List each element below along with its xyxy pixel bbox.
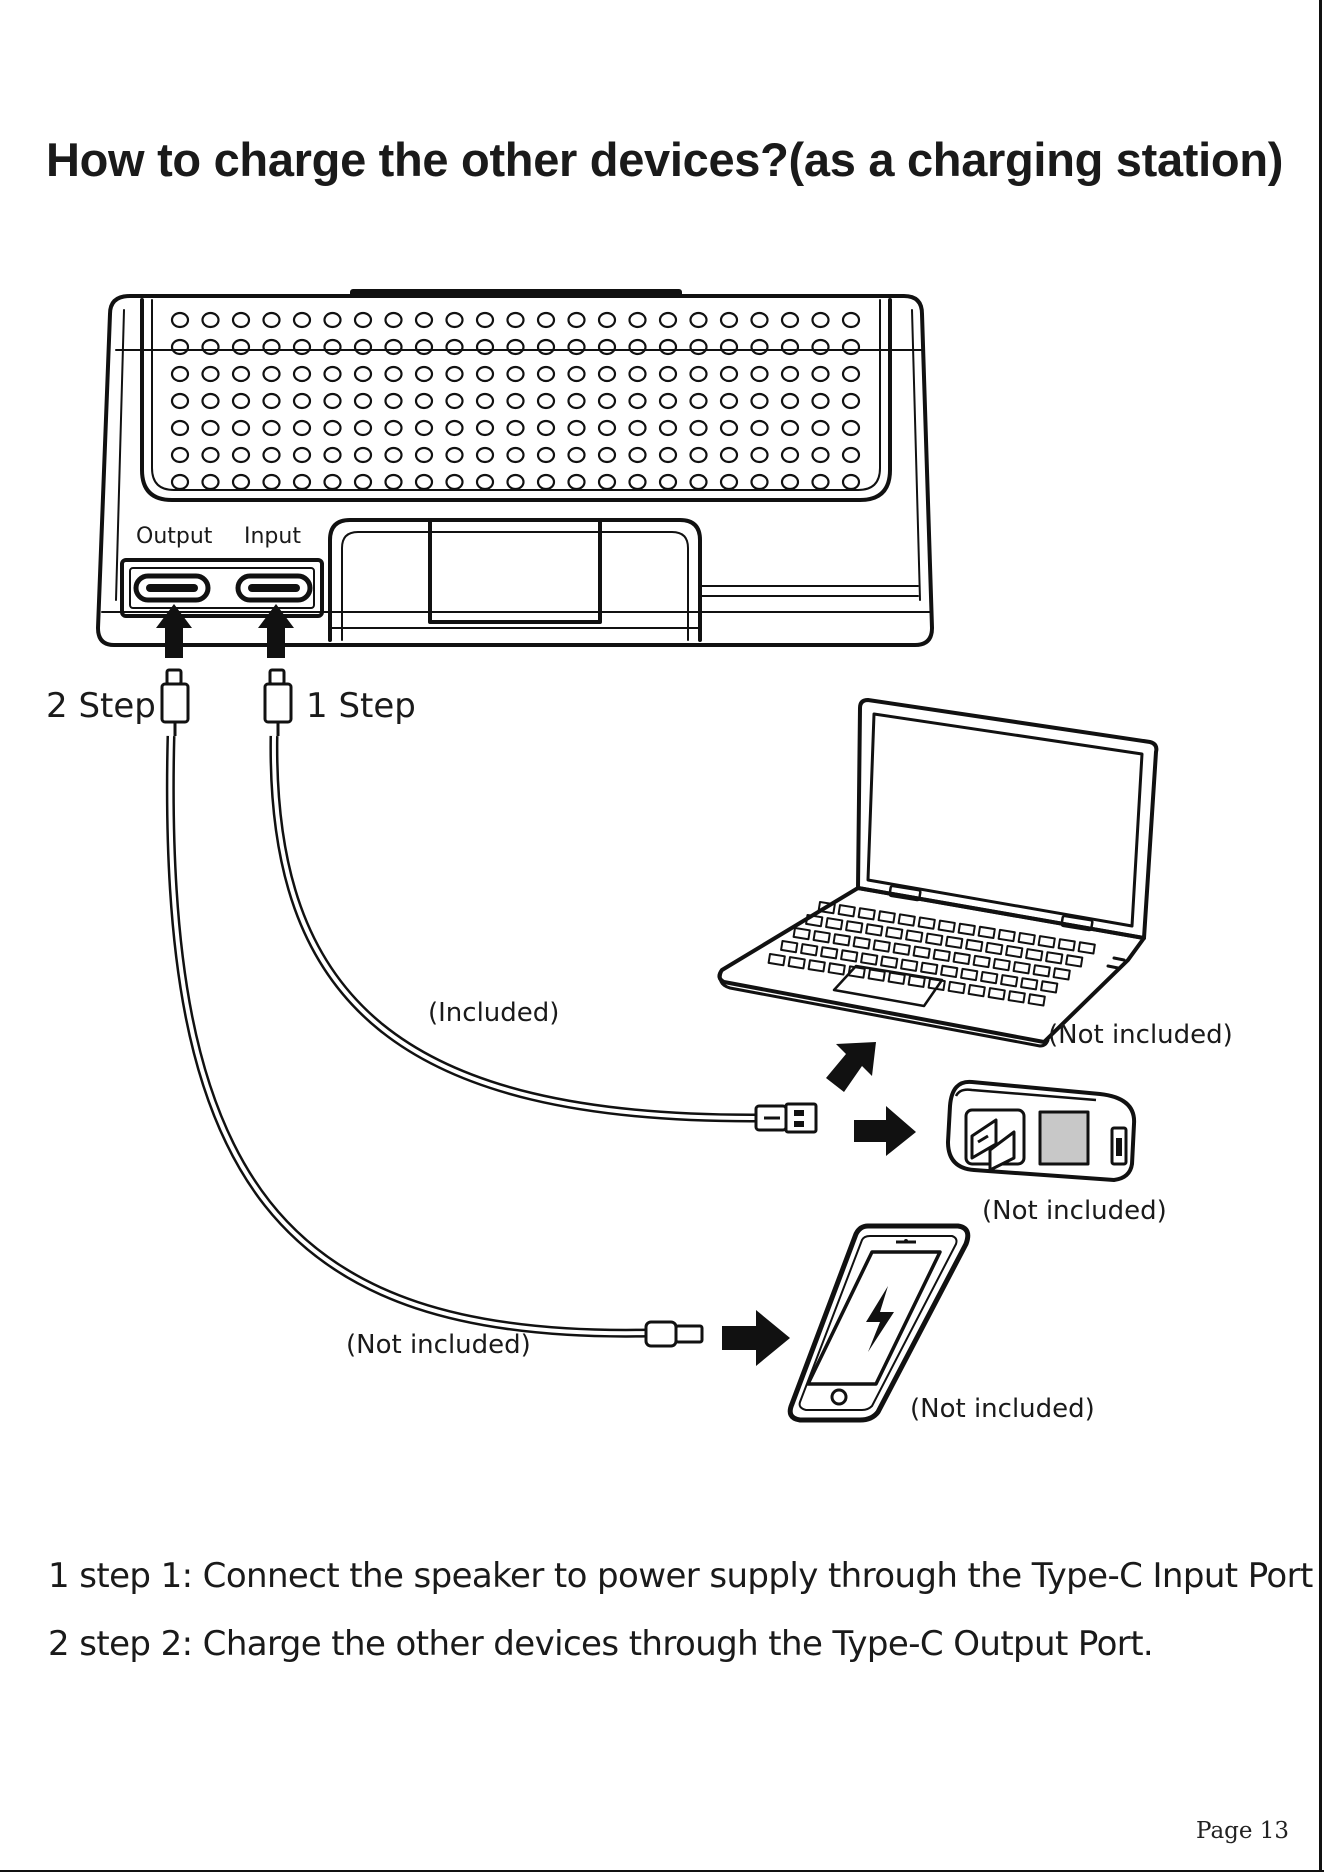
arrow-right-icon bbox=[722, 1310, 790, 1366]
arrow-up-right-icon bbox=[826, 1042, 876, 1092]
arrow-right-icon bbox=[854, 1106, 916, 1156]
arrow-up-icon bbox=[156, 604, 192, 658]
page-number: Page 13 bbox=[1196, 1818, 1290, 1844]
phone-not-included-note: (Not included) bbox=[910, 1394, 1095, 1424]
included-note: (Included) bbox=[428, 998, 560, 1028]
page-edge-right bbox=[1319, 0, 1322, 1872]
usb-a-plug-icon bbox=[754, 1102, 818, 1134]
speaker-illustration bbox=[96, 289, 934, 647]
instruction-step-1: 1 step 1: Connect the speaker to power s… bbox=[48, 1556, 1324, 1596]
usb-c-plug-icon bbox=[644, 1320, 704, 1348]
smartphone-illustration bbox=[787, 1223, 971, 1423]
laptop-not-included-note: (Not included) bbox=[1048, 1020, 1233, 1050]
instruction-step-2: 2 step 2: Charge the other devices throu… bbox=[48, 1624, 1154, 1664]
laptop-illustration bbox=[717, 698, 1159, 1048]
page-edge-bottom bbox=[0, 1870, 1324, 1872]
step-1-label: 1 Step bbox=[306, 686, 416, 726]
arrow-up-icon bbox=[258, 604, 294, 658]
input-port-label: Input bbox=[244, 524, 301, 549]
page-title: How to charge the other devices?(as a ch… bbox=[46, 133, 1284, 186]
lightning-bolt-icon bbox=[866, 1286, 894, 1352]
usb-c-plug-icon bbox=[263, 668, 293, 736]
cables bbox=[165, 735, 761, 1338]
output-port-label: Output bbox=[136, 524, 213, 549]
step-2-label: 2 Step bbox=[46, 686, 156, 726]
cable-not-included-note: (Not included) bbox=[346, 1330, 531, 1360]
adapter-not-included-note: (Not included) bbox=[982, 1196, 1167, 1226]
wall-adapter-illustration bbox=[946, 1079, 1137, 1182]
usb-c-plug-icon bbox=[160, 668, 190, 736]
type-c-output-port bbox=[133, 573, 211, 603]
speaker-grille bbox=[170, 311, 861, 491]
type-c-input-port bbox=[235, 573, 313, 603]
